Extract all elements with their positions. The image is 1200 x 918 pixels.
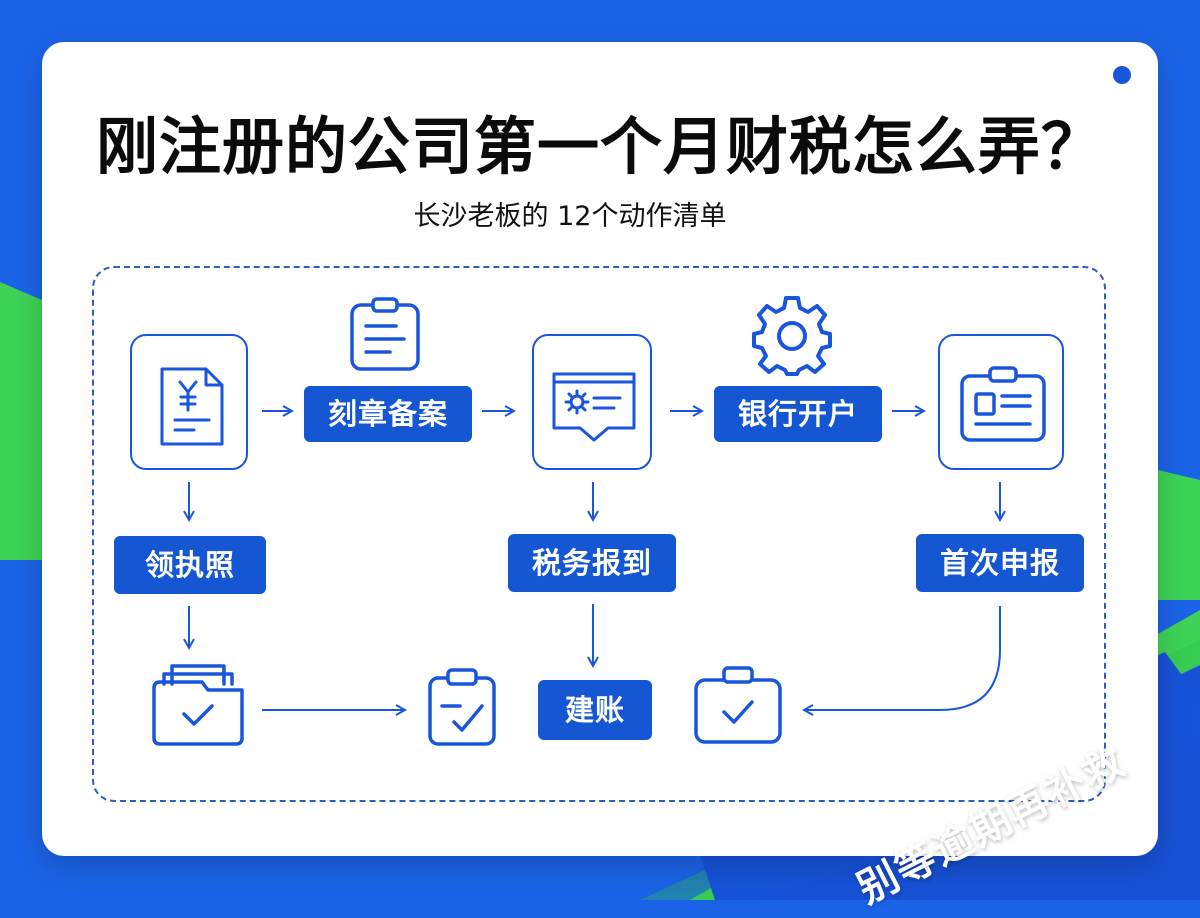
declare-card-box — [938, 334, 1064, 470]
briefcase-icon-wrap — [692, 662, 784, 748]
seal-clipboard-icon-wrap — [346, 296, 424, 374]
gear-icon — [752, 296, 832, 376]
yuan-document-icon — [160, 367, 224, 446]
corner-dot — [1113, 66, 1131, 84]
folder-icon-wrap — [150, 660, 246, 746]
flow-frame — [92, 266, 1106, 802]
step-tax-register: 税务报到 — [508, 534, 676, 592]
step-bookkeeping: 建账 — [538, 680, 652, 740]
id-card-icon — [960, 366, 1046, 442]
clipboard-check-icon — [428, 668, 496, 746]
license-doc-box — [130, 334, 248, 470]
clipboard-check-wrap — [424, 666, 500, 748]
page-title: 刚注册的公司第一个月财税怎么弄？ — [95, 110, 1104, 183]
page-subtitle: 长沙老板的 12个动作清单 — [413, 201, 727, 232]
step-first-declare: 首次申报 — [916, 534, 1084, 592]
step-license: 领执照 — [114, 536, 266, 594]
tax-chat-box — [532, 334, 652, 470]
clipboard-list-icon — [350, 297, 420, 371]
chat-gear-icon — [552, 372, 636, 442]
step-bank-account: 银行开户 — [714, 386, 882, 442]
folder-check-icon — [152, 664, 244, 746]
briefcase-check-icon — [694, 666, 782, 744]
step-seal-filing: 刻章备案 — [304, 386, 472, 442]
bank-gear-icon-wrap — [750, 294, 834, 378]
